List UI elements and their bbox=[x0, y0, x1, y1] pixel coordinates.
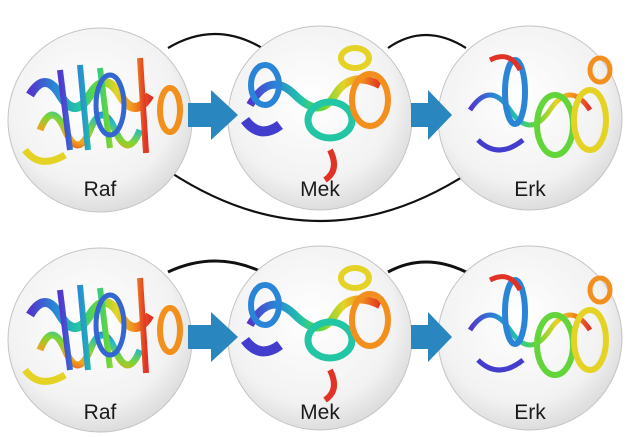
row2-links bbox=[167, 259, 467, 274]
protein-structure-icon bbox=[22, 57, 183, 165]
link-mek-erk bbox=[387, 33, 467, 49]
protein-structure-icon bbox=[467, 54, 613, 158]
node-label: Erk bbox=[514, 178, 546, 201]
node-mek: Mek bbox=[227, 245, 413, 431]
link-raf-mek bbox=[167, 259, 263, 274]
node-raf: Raf bbox=[7, 247, 193, 433]
row2-arrows bbox=[188, 312, 452, 362]
node-erk: Erk bbox=[437, 25, 623, 211]
row1-links bbox=[167, 33, 471, 222]
protein-structure-icon bbox=[241, 265, 391, 403]
row1-nodes: Raf Mek bbox=[7, 25, 623, 213]
row1-arrows bbox=[188, 90, 452, 140]
protein-structure-icon bbox=[241, 45, 391, 183]
arrow-raf-to-mek bbox=[188, 312, 238, 362]
protein-structure-icon bbox=[22, 277, 183, 385]
node-mek: Mek bbox=[227, 25, 413, 211]
node-label: Erk bbox=[514, 401, 546, 424]
arrow-mek-to-erk bbox=[411, 90, 452, 140]
node-erk: Erk bbox=[437, 245, 623, 431]
link-mek-erk bbox=[387, 260, 467, 274]
arrow-raf-to-mek bbox=[188, 90, 238, 140]
link-raf-mek bbox=[167, 33, 263, 49]
node-label: Mek bbox=[300, 401, 340, 424]
node-label: Raf bbox=[84, 401, 117, 424]
link-raf-erk bbox=[169, 171, 471, 222]
row2-nodes: Raf Mek bbox=[7, 245, 623, 433]
arrow-mek-to-erk bbox=[411, 312, 452, 362]
node-label: Mek bbox=[300, 178, 340, 201]
node-label: Raf bbox=[84, 178, 117, 201]
node-raf: Raf bbox=[7, 27, 193, 213]
protein-structure-icon bbox=[467, 274, 613, 378]
